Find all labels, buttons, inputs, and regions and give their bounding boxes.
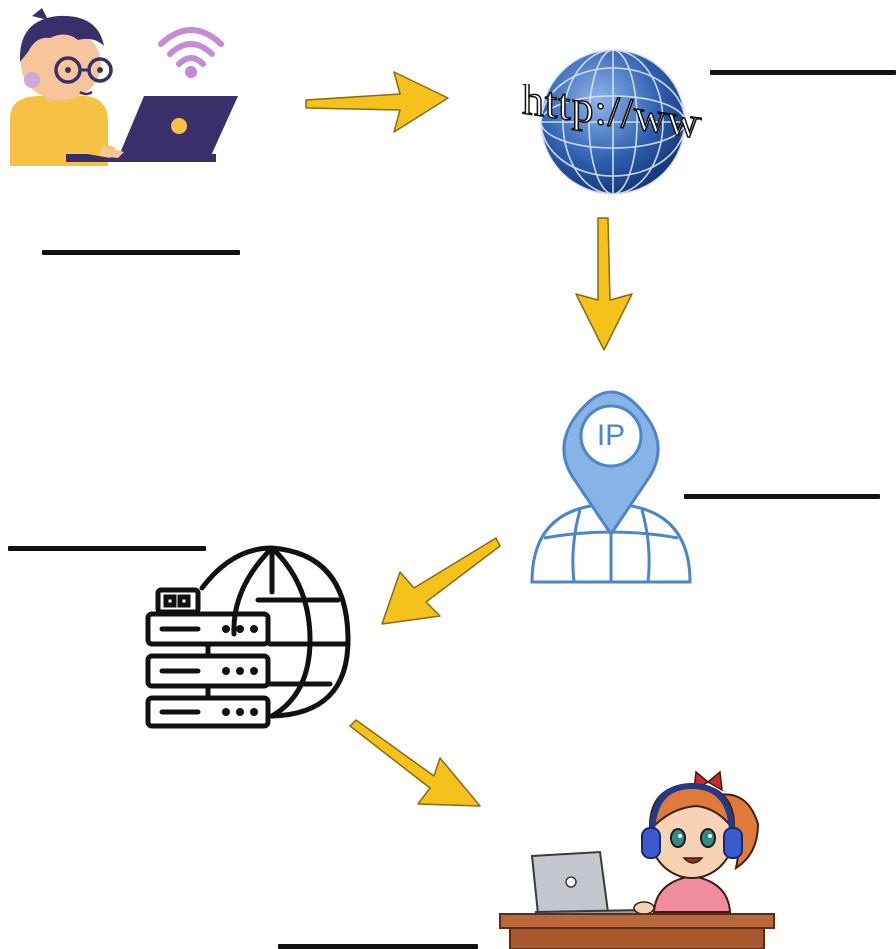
- answer-blank-line-3[interactable]: [684, 494, 880, 499]
- answer-blank-line-5[interactable]: [278, 944, 478, 949]
- web-globe-http-icon: [520, 48, 706, 200]
- arrow-down-2: [570, 214, 638, 354]
- answer-blank-line-1[interactable]: [42, 250, 240, 255]
- girl-with-headphones-laptop-icon: [496, 764, 776, 949]
- arrow-down-right-4: [344, 718, 484, 810]
- ip-location-pin-globe-icon: [524, 386, 698, 586]
- user-with-laptop-wifi-icon: [6, 6, 246, 166]
- ip-label: IP: [596, 419, 626, 452]
- server-globe-icon: [142, 544, 354, 730]
- answer-blank-line-2[interactable]: [710, 70, 896, 75]
- arrow-right-1: [300, 66, 452, 138]
- http-www-text: http://www: [522, 84, 702, 144]
- answer-blank-line-4[interactable]: [8, 546, 206, 551]
- arrow-down-left-3: [378, 532, 502, 628]
